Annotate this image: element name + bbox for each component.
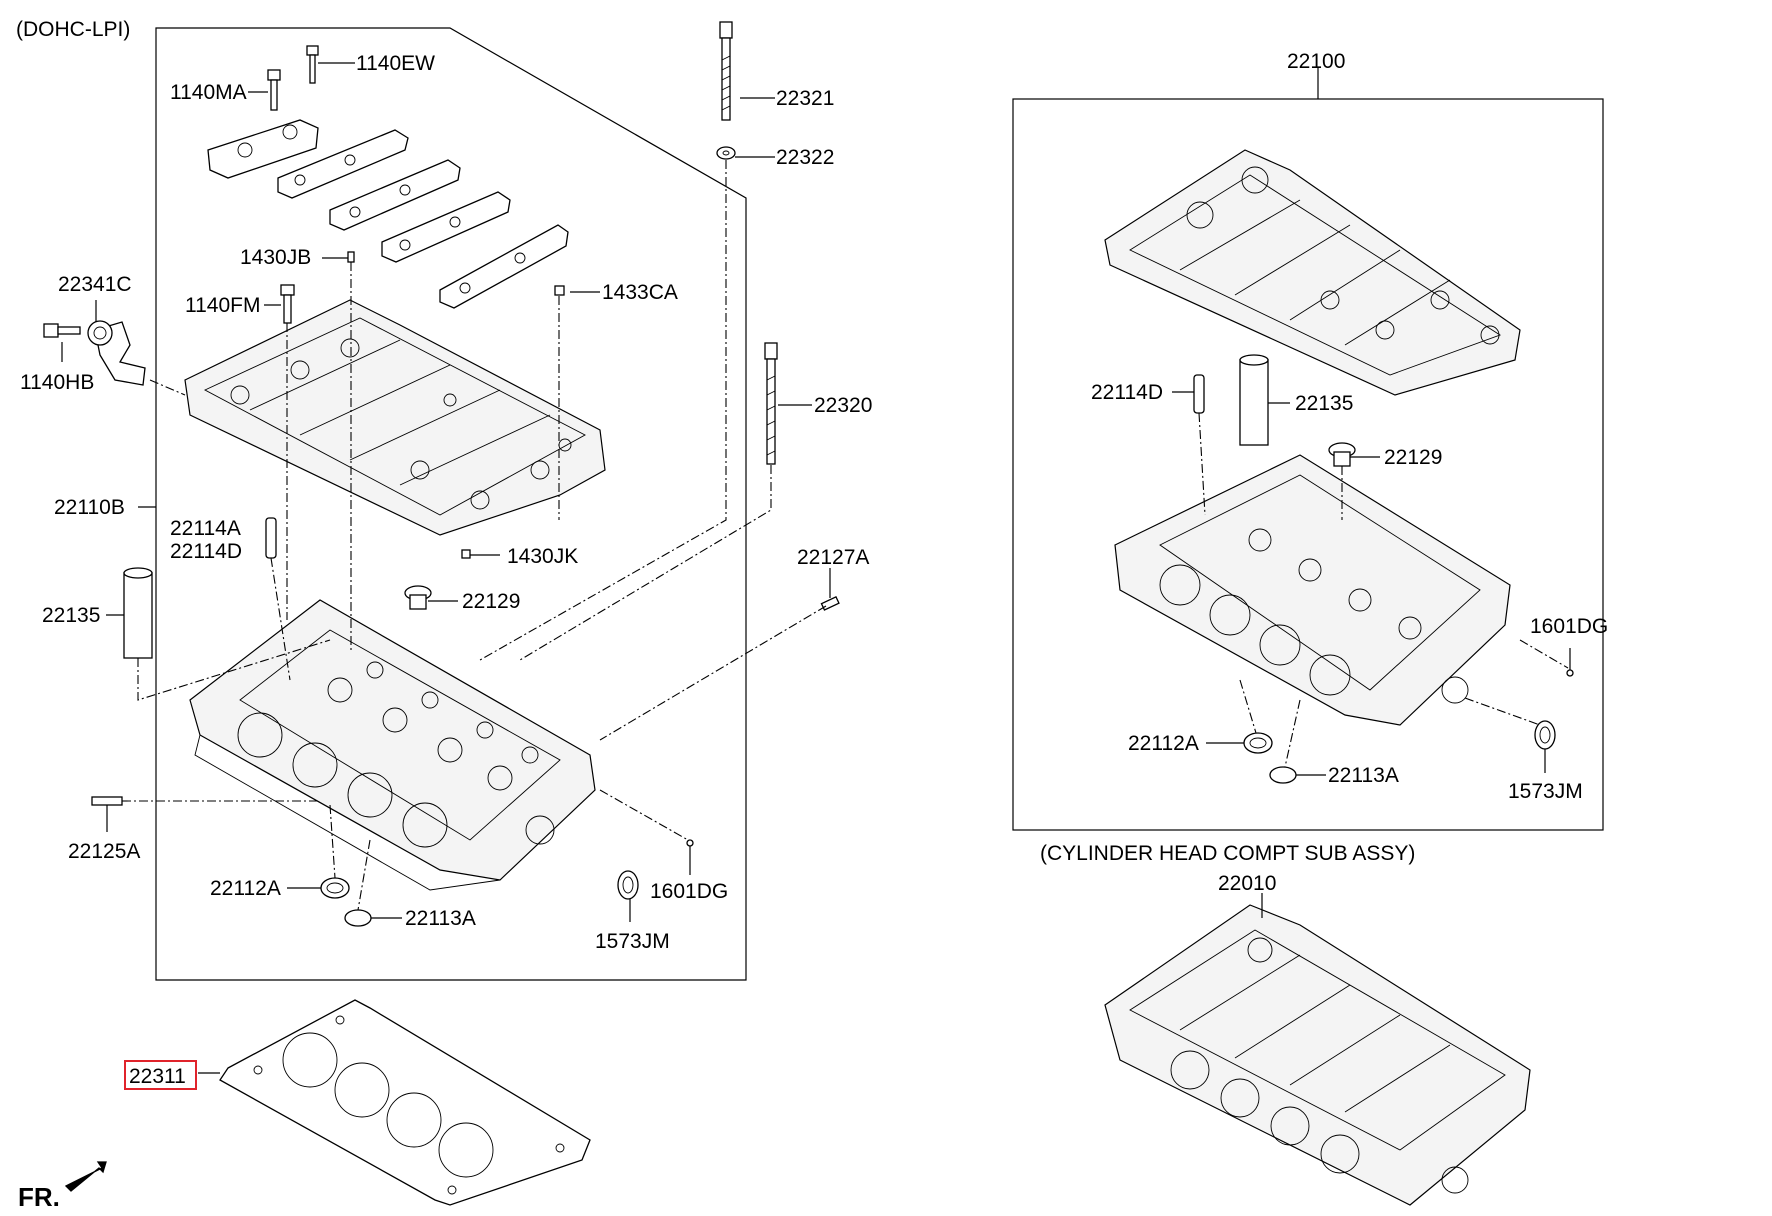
- washer-22322: [716, 146, 736, 160]
- label-1140ew[interactable]: 1140EW: [356, 52, 435, 75]
- label-22010[interactable]: 22010: [1218, 872, 1276, 895]
- stud-22127a: [820, 596, 840, 611]
- label-1430jb[interactable]: 1430JB: [240, 246, 311, 269]
- label-22112a-right[interactable]: 22112A: [1128, 732, 1199, 755]
- plug-1601dg-right: [1566, 669, 1574, 677]
- bolt-22320: [764, 342, 778, 465]
- label-22114a[interactable]: 22114A: [170, 517, 241, 540]
- label-1140ma[interactable]: 1140MA: [170, 81, 247, 104]
- variant-label: (DOHC-LPI): [16, 18, 130, 41]
- label-22113a-right[interactable]: 22113A: [1328, 764, 1399, 787]
- pin-1433ca: [554, 285, 565, 296]
- cam-carrier-right: [1104, 149, 1521, 396]
- plug-22129: [404, 585, 432, 610]
- seal-22112a: [320, 877, 350, 899]
- leader-lines: [61, 62, 1571, 1074]
- cylinder-head-compt-22010: [1104, 904, 1531, 1206]
- dowel-1430jb: [347, 251, 355, 263]
- label-22114d-right[interactable]: 22114D: [1091, 381, 1163, 404]
- dowel-22114a: [265, 517, 277, 559]
- plug-1430jk: [461, 549, 471, 559]
- seal-22113a: [344, 909, 372, 927]
- label-1430jk[interactable]: 1430JK: [507, 545, 578, 568]
- front-marker: FR.: [18, 1182, 60, 1211]
- label-22129-right[interactable]: 22129: [1384, 446, 1442, 469]
- cylinder-head-right: [1114, 454, 1511, 726]
- label-1573jm[interactable]: 1573JM: [595, 930, 670, 953]
- head-bolt-22321: [719, 21, 733, 121]
- dowel-22114d-right: [1193, 374, 1205, 414]
- label-22311[interactable]: 22311: [129, 1065, 186, 1088]
- part-labels: 1140EW 1140MA 22321 22322 1430JB 1433CA …: [18, 50, 1608, 1212]
- label-22129[interactable]: 22129: [462, 590, 520, 613]
- label-22113a[interactable]: 22113A: [405, 907, 476, 930]
- stud-22125a: [91, 796, 123, 806]
- bolt-1140fm: [280, 284, 295, 324]
- front-arrow-icon: [64, 1161, 107, 1192]
- label-1433ca[interactable]: 1433CA: [602, 281, 678, 304]
- cam-carrier-22110b: [184, 299, 606, 536]
- label-22321[interactable]: 22321: [776, 87, 834, 110]
- label-22125a[interactable]: 22125A: [68, 840, 140, 863]
- tube-22135: [123, 567, 153, 659]
- label-22322[interactable]: 22322: [776, 146, 834, 169]
- label-22112a[interactable]: 22112A: [210, 877, 281, 900]
- cylinder-head-left: [189, 599, 596, 891]
- label-1601dg-right[interactable]: 1601DG: [1530, 615, 1608, 638]
- highlight-box-22311: [124, 1060, 197, 1090]
- label-1573jm-right[interactable]: 1573JM: [1508, 780, 1583, 803]
- label-22320[interactable]: 22320: [814, 394, 872, 417]
- tube-22135-right: [1239, 354, 1269, 446]
- alignment-lines: [122, 160, 1569, 911]
- right-subassy-frame: [1012, 98, 1604, 831]
- ring-1573jm: [617, 870, 639, 900]
- label-1601dg[interactable]: 1601DG: [650, 880, 728, 903]
- label-22110b[interactable]: 22110B: [54, 496, 125, 519]
- bolt-1140ew: [306, 45, 319, 84]
- plug-1601dg: [686, 839, 694, 847]
- label-22100[interactable]: 22100: [1287, 50, 1345, 73]
- label-22114d[interactable]: 22114D: [170, 540, 242, 563]
- bolt-1140hb: [43, 323, 81, 338]
- bracket-22341c: [87, 320, 146, 386]
- plug-22129-right: [1328, 442, 1356, 467]
- head-gasket-22311: [219, 999, 591, 1206]
- subassy-caption: (CYLINDER HEAD COMPT SUB ASSY): [1040, 842, 1415, 865]
- label-22341c[interactable]: 22341C: [58, 273, 132, 296]
- left-assembly-frame: [155, 27, 747, 981]
- camshaft-bearing-caps: [207, 119, 569, 309]
- label-1140fm[interactable]: 1140FM: [185, 294, 260, 317]
- label-22127a[interactable]: 22127A: [797, 546, 869, 569]
- seal-22113a-right: [1269, 766, 1297, 784]
- label-22135-right[interactable]: 22135: [1295, 392, 1353, 415]
- label-22135[interactable]: 22135: [42, 604, 100, 627]
- label-1140hb[interactable]: 1140HB: [20, 371, 94, 394]
- bolt-1140ma: [267, 69, 281, 111]
- seal-22112a-right: [1243, 732, 1273, 754]
- ring-1573jm-right: [1534, 720, 1556, 750]
